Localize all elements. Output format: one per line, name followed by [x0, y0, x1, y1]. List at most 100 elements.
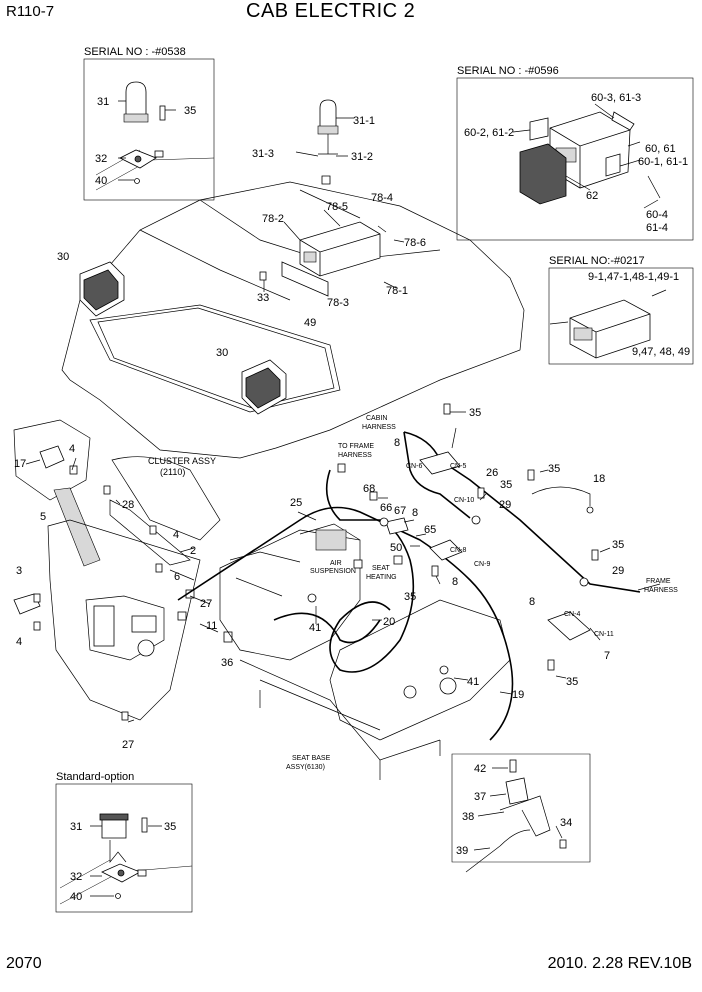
detail-box-bottom-left: Standard-option 31 35 32 40: [55, 771, 193, 913]
callout-35-a: 35: [469, 407, 481, 419]
connector-cn6: CN-6: [406, 463, 422, 470]
callout-9: 9,47, 48, 49: [632, 346, 690, 358]
callout-36: 36: [221, 657, 233, 669]
callout-31: 31: [97, 96, 109, 108]
callout-40-b: 40: [70, 891, 82, 903]
callout-78-3: 78-3: [327, 297, 349, 309]
callout-8-d: 8: [529, 596, 535, 608]
serial-label-top-right: SERIAL NO : -#0596: [457, 65, 559, 77]
callout-35: 35: [184, 105, 196, 117]
callout-78-2: 78-2: [262, 213, 284, 225]
seat-heating-label-2: HEATING: [366, 574, 397, 581]
frame-harness-label-2: HARNESS: [644, 587, 678, 594]
callout-8-a: 8: [394, 437, 400, 449]
callout-25: 25: [290, 497, 302, 509]
page-title: CAB ELECTRIC 2: [246, 0, 416, 22]
connector-cn10: CN-10: [454, 497, 474, 504]
callout-49: 49: [304, 317, 316, 329]
callout-29-a: 29: [499, 499, 511, 511]
callout-11: 11: [206, 620, 217, 632]
callout-35-c: 35: [548, 463, 560, 475]
callout-9-1: 9-1,47-1,48-1,49-1: [588, 271, 679, 283]
callout-18: 18: [593, 473, 605, 485]
callout-33: 33: [257, 292, 269, 304]
cluster-assy-ref: (2110): [160, 467, 185, 477]
callout-4: 4: [69, 443, 75, 455]
console-and-seat-base: AIR SUSPENSION SEAT HEATING SEAT BASE AS…: [219, 523, 511, 780]
callout-17: 17: [14, 458, 26, 470]
cabin-harness-label-1: CABIN: [366, 415, 387, 422]
callout-4-b: 4: [173, 529, 179, 541]
standard-option-label: Standard-option: [56, 771, 134, 783]
callout-40: 40: [95, 175, 107, 187]
callout-30-lower: 30: [216, 347, 228, 359]
callout-27-b: 27: [200, 598, 212, 610]
serial-label-top-left: SERIAL NO : -#0538: [84, 46, 186, 58]
callout-6: 6: [174, 571, 180, 583]
callout-35-d: 35: [612, 539, 624, 551]
connector-cn4: CN-4: [564, 611, 580, 618]
callout-28: 28: [122, 499, 134, 511]
to-frame-harness-label-1: TO FRAME: [338, 443, 374, 450]
callout-67: 67: [394, 505, 406, 517]
callout-8-b: 8: [412, 507, 418, 519]
callout-78-4: 78-4: [371, 192, 393, 204]
detail-box-bottom-right: 42 37 38 34 39: [451, 753, 591, 873]
callout-66: 66: [380, 502, 392, 514]
connector-cn9: CN-9: [474, 561, 490, 568]
callout-30-upper: 30: [57, 251, 69, 263]
callout-35-e: 35: [404, 591, 416, 603]
revision-date: 2010. 2.28 REV.10B: [547, 955, 692, 972]
callout-37: 37: [474, 791, 486, 803]
seat-heating-label-1: SEAT: [372, 565, 390, 572]
callout-60-2: 60-2, 61-2: [464, 127, 514, 139]
callout-4-c: 4: [16, 636, 22, 648]
callout-29-b: 29: [612, 565, 624, 577]
callout-31-2: 31-2: [351, 151, 373, 163]
callout-38: 38: [462, 811, 474, 823]
callout-35-g: 35: [164, 821, 176, 833]
cab-roof: 31-1 31-3 31-2 78-4 78-5 78-2 78-6 78-1 …: [57, 99, 525, 459]
callout-68: 68: [363, 483, 375, 495]
callout-34: 34: [560, 817, 572, 829]
callout-41-b: 41: [467, 676, 479, 688]
callout-35-b: 35: [500, 479, 512, 491]
callout-61-4: 61-4: [646, 222, 668, 234]
callout-19: 19: [512, 689, 524, 701]
callout-42: 42: [474, 763, 486, 775]
wiring-harness: CABIN HARNESS TO FRAME HARNESS FRAME HAR…: [177, 403, 678, 741]
callout-3: 3: [16, 565, 22, 577]
callout-60-3: 60-3, 61-3: [591, 92, 641, 104]
callout-41-a: 41: [309, 622, 321, 634]
callout-26: 26: [486, 467, 498, 479]
callout-35-f: 35: [566, 676, 578, 688]
callout-78-5: 78-5: [326, 201, 348, 213]
callout-60-1: 60-1, 61-1: [638, 156, 688, 168]
callout-5: 5: [40, 511, 46, 523]
connector-cn11: CN-11: [594, 631, 614, 638]
callout-39: 39: [456, 845, 468, 857]
callout-62: 62: [586, 190, 598, 202]
callout-31-b: 31: [70, 821, 82, 833]
model-code: R110-7: [6, 3, 55, 20]
cabin-harness-label-2: HARNESS: [362, 424, 396, 431]
callout-31-1: 31-1: [353, 115, 375, 127]
serial-label-middle-right: SERIAL NO:-#0217: [549, 255, 645, 267]
detail-box-middle-right: SERIAL NO:-#0217 9-1,47-1,48-1,49-1 9,47…: [548, 255, 694, 365]
detail-box-top-right: SERIAL NO : -#0596 60-3, 61-3 60-2, 61-2…: [456, 65, 694, 241]
seat-base-label-2: ASSY(6130): [286, 764, 325, 771]
callout-65: 65: [424, 524, 436, 536]
callout-7: 7: [604, 650, 610, 662]
callout-50: 50: [390, 542, 402, 554]
callout-27-a: 27: [122, 739, 134, 751]
callout-20: 20: [383, 616, 395, 628]
air-suspension-label-2: SUSPENSION: [310, 568, 356, 575]
callout-78-1: 78-1: [386, 285, 408, 297]
detail-box-top-left: SERIAL NO : -#0538 31 35 32 40: [83, 46, 215, 201]
callout-60: 60, 61: [645, 143, 676, 155]
callout-78-6: 78-6: [404, 237, 426, 249]
callout-32-b: 32: [70, 871, 82, 883]
air-suspension-label-1: AIR: [330, 560, 342, 567]
page-number: 2070: [6, 955, 42, 972]
